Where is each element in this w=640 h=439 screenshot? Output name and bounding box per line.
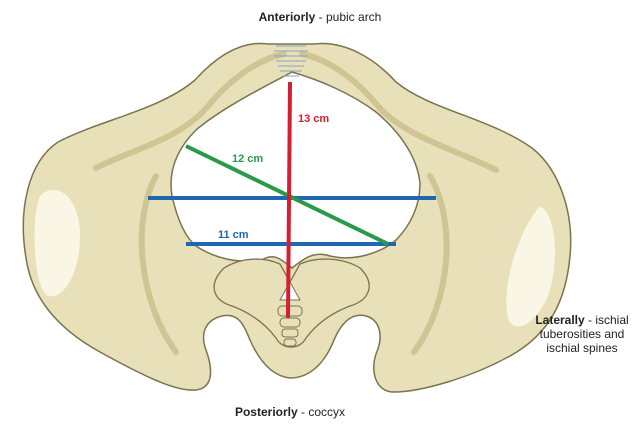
anterior-caption-bold: Anteriorly — [258, 10, 316, 24]
lateral-caption-bold: Laterally — [535, 313, 585, 327]
oblique-label: 12 cm — [232, 153, 263, 165]
posterior-caption-bold: Posteriorly — [234, 405, 298, 419]
coccyx-segment-2 — [279, 317, 301, 328]
posterior-caption-text: - coccyx — [297, 405, 346, 419]
anterior-caption-text: - pubic arch — [315, 10, 382, 24]
left-ischium-contour — [138, 173, 179, 355]
coccyx-segment-4 — [283, 338, 297, 347]
pelvic-outlet-opening — [170, 71, 421, 269]
anterior-caption: Anteriorly - pubic arch — [0, 10, 640, 24]
lateral-caption-text: - ischial tuberosities and ischial spine… — [539, 313, 629, 355]
right-ischial-tuberosity — [506, 206, 555, 327]
coccyx-segment-3 — [281, 328, 299, 338]
pubic-symphysis — [274, 45, 308, 77]
left-ramus-contour — [93, 51, 287, 171]
anteroposterior-label: 13 cm — [298, 113, 329, 125]
right-ischium-contour — [411, 173, 450, 355]
right-ramus-contour — [299, 51, 499, 173]
oblique-diameter-line — [185, 144, 389, 246]
lateral-caption: Laterally - ischial tuberosities and isc… — [524, 313, 640, 355]
interspinous-label: 11 cm — [218, 229, 249, 241]
posterior-caption: Posteriorly - coccyx — [0, 405, 580, 419]
left-ischial-tuberosity — [34, 189, 80, 297]
sacrum — [213, 258, 370, 348]
anteroposterior-diameter-line — [286, 81, 292, 319]
